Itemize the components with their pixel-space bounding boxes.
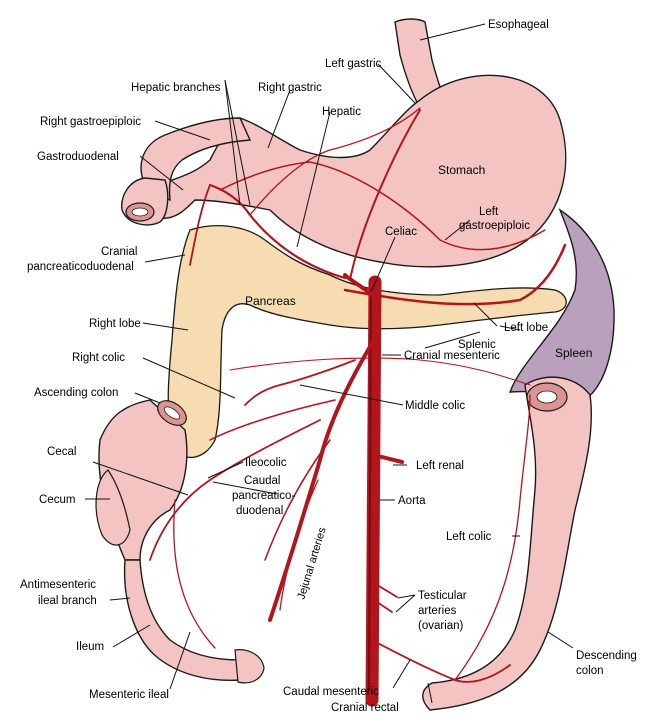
label-splenic: Splenic <box>458 339 496 351</box>
label-jejunal-arteries: Jejunal arteries <box>295 526 328 601</box>
jejunal-vessel-1 <box>264 439 331 561</box>
label-ascending-colon: Ascending colon <box>34 387 118 399</box>
label-hepatic-branches: Hepatic branches <box>131 82 221 94</box>
left-renal-vessel <box>372 453 404 464</box>
label-cranial-pd-2: pancreaticoduodenal <box>27 261 134 273</box>
label-hepatic: Hepatic <box>322 106 361 118</box>
labels: Esophageal Left gastric Hepatic branches… <box>20 19 637 714</box>
label-left-renal: Left renal <box>416 460 464 472</box>
colon-lumen-left <box>536 390 558 404</box>
testicular-vessel-2 <box>373 599 393 613</box>
label-mesenteric-ileal: Mesenteric ileal <box>89 689 169 701</box>
celiac-vessel <box>343 273 374 297</box>
label-left-gastroepiploic-2: gastroepiploic <box>459 220 530 232</box>
label-descending-colon-2: colon <box>576 665 604 677</box>
label-descending-colon-1: Descending <box>576 650 637 662</box>
label-caudal-mesenteric: Caudal mesenteric <box>283 686 379 698</box>
testicular-vessel-1 <box>373 582 398 598</box>
label-antimesenteric-2: ileal branch <box>38 595 97 607</box>
label-cranial-rectal: Cranial rectal <box>331 702 399 714</box>
label-testicular-1: Testicular <box>418 590 467 602</box>
hepatic-vessel <box>208 183 347 280</box>
arteries <box>149 107 567 707</box>
label-cecal: Cecal <box>47 446 76 458</box>
label-left-gastroepiploic-1: Left <box>479 206 499 218</box>
ileocolic-vessel <box>149 419 321 561</box>
label-left-lobe: Left lobe <box>504 322 548 334</box>
colic-arcade <box>229 357 531 386</box>
label-caudal-pd-3: duodenal <box>236 505 283 517</box>
label-ileocolic: Ileocolic <box>245 457 287 469</box>
leader-lines <box>85 23 574 704</box>
cranial-mesenteric-vessel <box>268 338 376 622</box>
label-caudal-pd-2: pancreatico- <box>232 490 295 502</box>
label-ileum: Ileum <box>76 641 104 653</box>
label-testicular-2: arteries <box>418 605 457 617</box>
label-left-colic: Left colic <box>446 531 492 543</box>
jejunal-vessel-2 <box>279 479 319 611</box>
aorta-vessel <box>365 275 382 707</box>
middle-colic-vessel <box>244 359 356 406</box>
label-right-colic: Right colic <box>72 352 125 364</box>
label-celiac: Celiac <box>385 226 417 238</box>
left-colic-vessel <box>454 394 531 681</box>
label-right-lobe: Right lobe <box>89 318 141 330</box>
right-gastroepiploic-vessel <box>219 161 546 251</box>
right-gastric-vessel <box>249 107 421 216</box>
colon-lumen-right <box>163 406 181 420</box>
aorta-highlight <box>368 289 372 691</box>
pancreas-organ <box>167 225 567 459</box>
esophagus-organ <box>394 18 446 109</box>
label-cranial-pd-1: Cranial <box>101 246 137 258</box>
label-cranial-mesenteric: Cranial mesenteric <box>404 350 500 362</box>
label-right-gastric: Right gastric <box>258 82 322 94</box>
stomach-organ <box>147 74 567 268</box>
label-pancreas: Pancreas <box>245 294 296 308</box>
label-stomach: Stomach <box>438 163 485 177</box>
label-testicular-3: (ovarian) <box>418 620 464 632</box>
right-colic-vessel <box>209 399 336 441</box>
label-esophageal: Esophageal <box>488 19 549 31</box>
gastroduodenal-vessel <box>189 184 211 266</box>
label-cecum: Cecum <box>39 494 75 506</box>
left-gastric-vessel <box>349 109 421 281</box>
duodenum-lumen <box>131 207 149 217</box>
ileal-vessel <box>173 499 216 649</box>
label-middle-colic: Middle colic <box>405 400 465 412</box>
label-caudal-pd-1: Caudal <box>244 475 280 487</box>
splenic-vessel <box>343 243 567 306</box>
label-spleen: Spleen <box>555 346 592 360</box>
descending-colon-organ <box>422 376 593 711</box>
cecum-organ <box>95 469 131 546</box>
label-gastroduodenal: Gastroduodenal <box>37 151 119 163</box>
label-right-gastroepiploic: Right gastroepiploic <box>40 116 141 128</box>
ileum-organ <box>123 559 241 682</box>
duodenum-organ <box>140 117 252 202</box>
label-left-gastric: Left gastric <box>325 58 381 70</box>
ileum-end <box>234 649 265 684</box>
label-aorta: Aorta <box>398 495 426 507</box>
label-antimesenteric-1: Antimesenteric <box>20 579 96 591</box>
